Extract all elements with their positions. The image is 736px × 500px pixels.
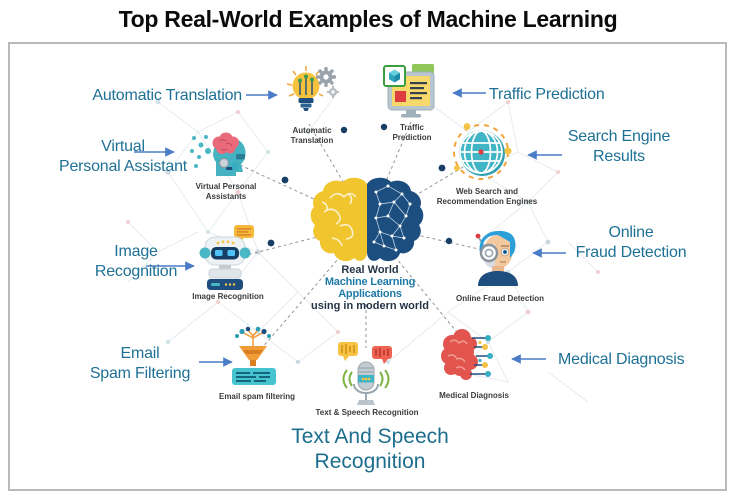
globe-icon	[450, 120, 516, 188]
label-traffic-prediction: Traffic Prediction	[489, 86, 605, 103]
caption-text-speech-recognition: Text & Speech Recognition	[315, 408, 419, 417]
label-line: Virtual	[101, 138, 145, 155]
caption-web-search: Web Search and Recommendation Engines	[436, 187, 538, 207]
monitor-analytics-icon	[376, 58, 444, 126]
caption-online-fraud-detection: Online Fraud Detection	[455, 294, 544, 303]
robot-icon	[196, 224, 258, 294]
brain-circuit-icon	[436, 326, 500, 390]
microphone-speech-icon	[334, 340, 400, 410]
label-email-spam-filtering: Email Spam Filtering	[58, 344, 222, 383]
label-arrows	[134, 88, 566, 367]
label-line: Spam Filtering	[89, 364, 191, 382]
caption-virtual-personal-assistants: Virtual Personal Assistants	[195, 182, 257, 202]
caption-automatic-translation: Automatic Translation	[290, 126, 334, 146]
label-line: Recognition	[314, 450, 426, 474]
label-automatic-translation: Automatic Translation	[92, 87, 242, 104]
detective-face-icon	[466, 224, 530, 292]
label-line: Results	[593, 147, 645, 165]
label-online-fraud-detection: Online Fraud Detection	[548, 223, 714, 262]
label-text-and-speech-recognition: Text And Speech Recognition	[262, 424, 478, 474]
label-line: Search Engine	[567, 128, 671, 145]
page-title: Top Real-World Examples of Machine Learn…	[118, 6, 618, 32]
label-search-engine-results: Search Engine Results	[538, 127, 700, 166]
label-line: Fraud Detection	[575, 243, 687, 261]
head-brain-icon	[186, 128, 254, 186]
caption-medical-diagnosis: Medical Diagnosis	[439, 391, 509, 400]
label-line: Recognition	[94, 262, 178, 280]
spoke-node-dots	[267, 123, 453, 247]
label-virtual-personal-assistant: Virtual Personal Assistant	[30, 137, 216, 176]
infographic-frame	[8, 42, 727, 491]
center-caption-line3: using in modern world	[311, 300, 429, 312]
split-brain-icon	[310, 174, 424, 270]
label-line: Personal Assistant	[58, 157, 188, 175]
center-caption: Real World Machine Learning Applications…	[296, 264, 444, 312]
caption-email-spam-filtering: Email spam filtering	[218, 392, 296, 401]
funnel-inbox-icon	[224, 326, 284, 392]
caption-traffic-prediction: Traffic Prediction	[392, 123, 432, 143]
center-caption-line1: Real World	[341, 264, 399, 276]
center-caption-line2: Machine Learning Applications	[324, 276, 416, 300]
label-line: Text And Speech	[291, 425, 449, 448]
mesh-dots	[126, 99, 600, 375]
label-line: Email	[120, 345, 160, 362]
caption-image-recognition: Image Recognition	[192, 292, 264, 301]
lightbulb-gears-icon	[279, 62, 341, 126]
label-medical-diagnosis: Medical Diagnosis	[558, 351, 685, 368]
label-image-recognition: Image Recognition	[55, 242, 217, 281]
label-line: Online	[608, 224, 654, 241]
label-line: Image	[114, 243, 158, 260]
